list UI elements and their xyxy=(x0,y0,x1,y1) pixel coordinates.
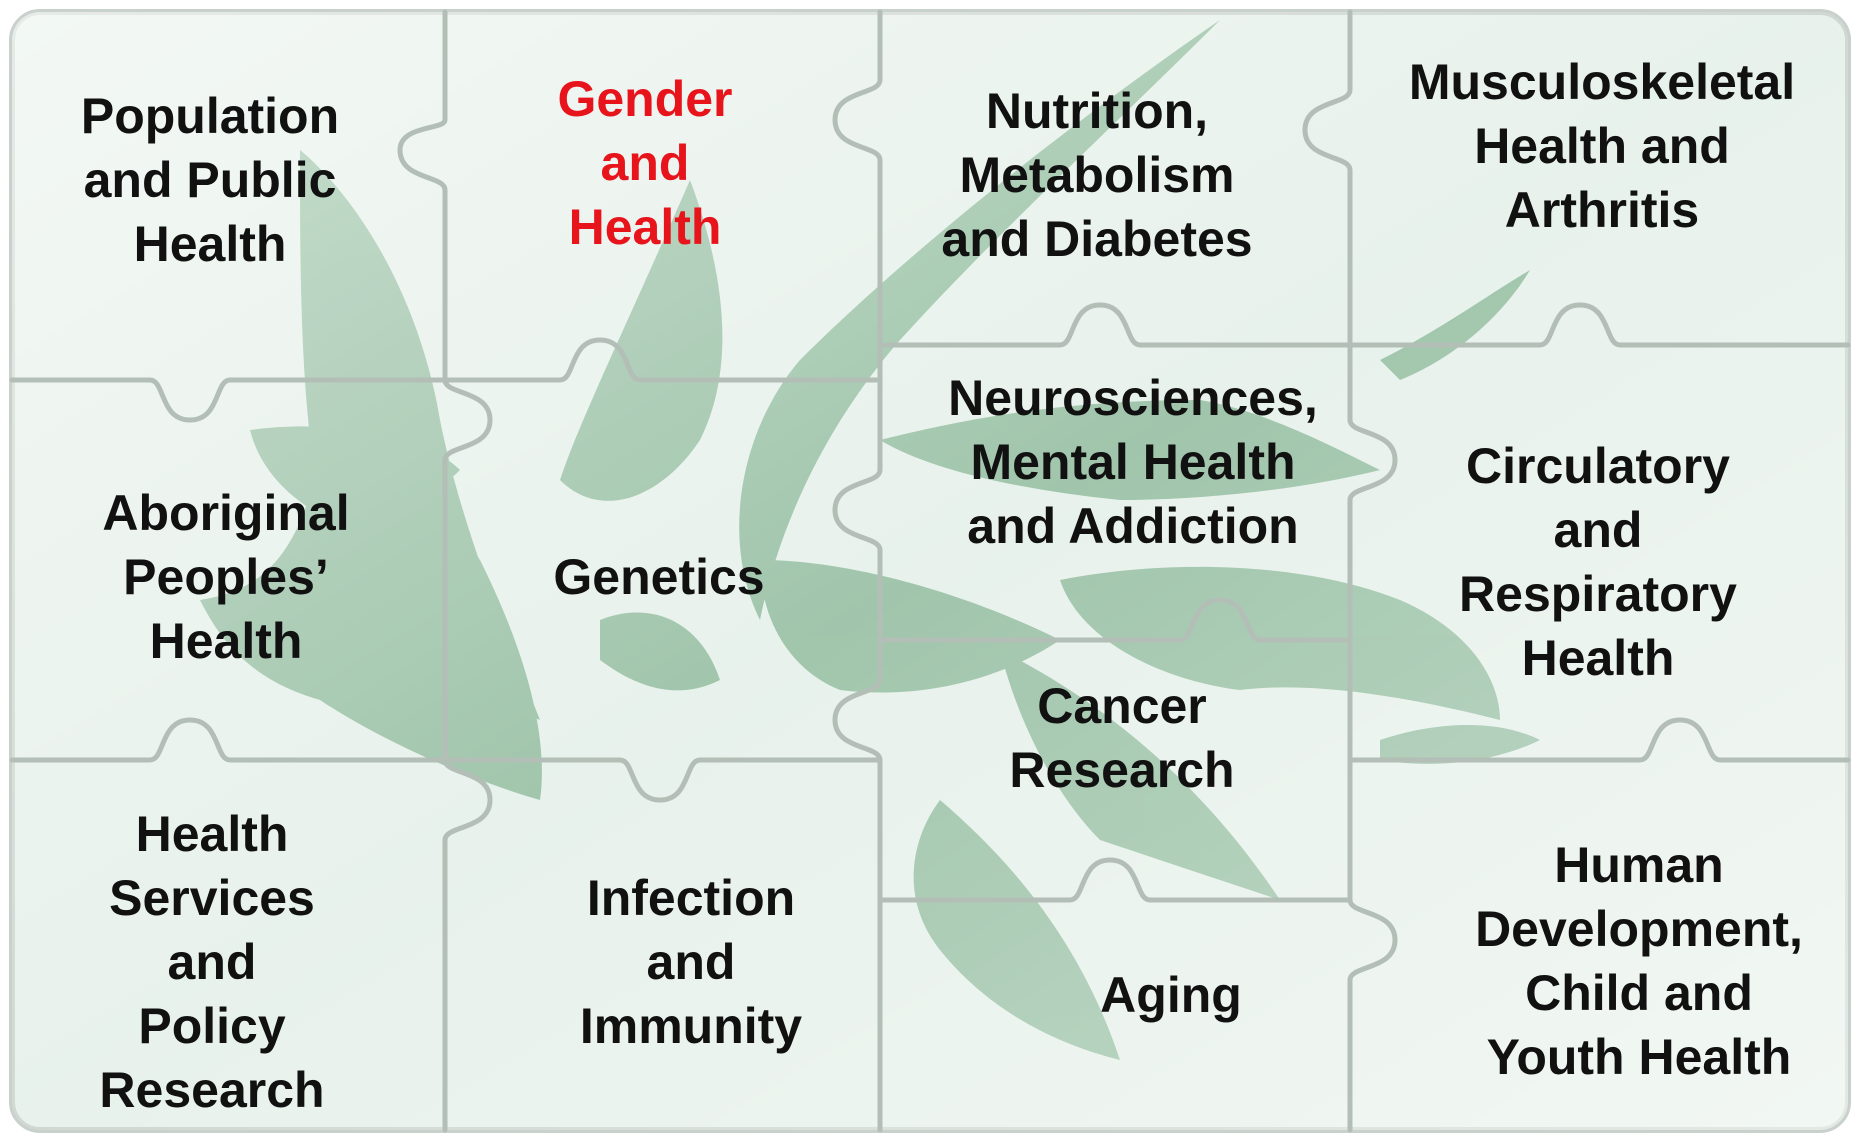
piece-gender-label: Gender and Health xyxy=(557,71,733,255)
piece-genetics-label: Genetics xyxy=(553,549,765,605)
piece-human-development-label: Human Development, Child and Youth Healt… xyxy=(1475,837,1803,1085)
piece-health-services-label: Health Services and Policy Research xyxy=(99,806,325,1118)
piece-infection-label: Infection and Immunity xyxy=(579,870,803,1054)
piece-cancer-label: Cancer Research xyxy=(1009,678,1235,798)
piece-aging-label: Aging xyxy=(1100,967,1242,1023)
piece-population-label: Population and Public Health xyxy=(80,88,340,272)
piece-neurosciences-label: Neurosciences, Mental Health and Addicti… xyxy=(948,370,1318,554)
piece-circulatory-label: Circulatory and Respiratory Health xyxy=(1459,438,1737,686)
piece-aboriginal-label: Aboriginal Peoples’ Health xyxy=(102,485,350,669)
puzzle-seams xyxy=(9,9,1851,1133)
piece-nutrition-label: Nutrition, Metabolism and Diabetes xyxy=(941,83,1253,267)
piece-musculoskeletal-label: Musculoskeletal Health and Arthritis xyxy=(1408,54,1796,238)
